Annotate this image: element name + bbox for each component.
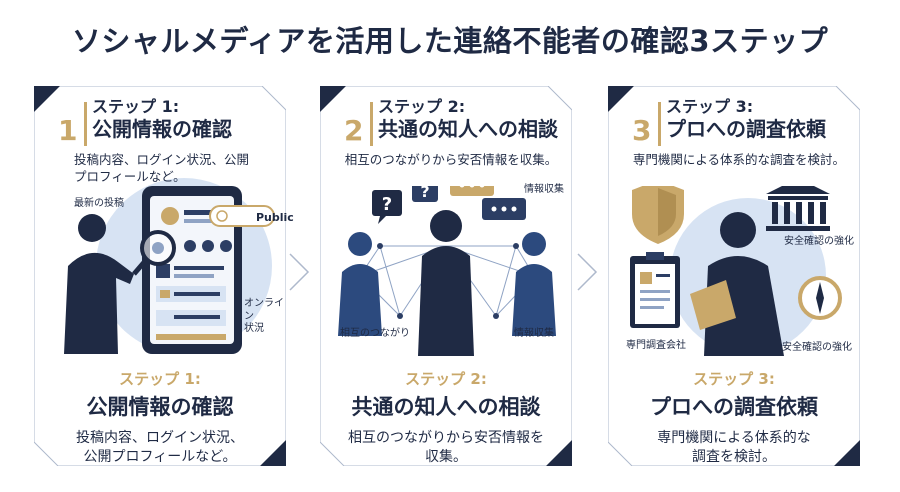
mutual-connections-label: 相互のつながり: [340, 328, 410, 339]
svg-text:?: ?: [420, 186, 429, 201]
info-gathering-label-top: 情報収集: [524, 184, 564, 195]
step-3-summary: ステップ 3: プロへの調査依頼 専門機関による体系的な 調査を検討。: [608, 368, 860, 467]
chevron-right-icon: [577, 253, 598, 291]
public-badge-label: Public: [256, 211, 294, 224]
step-2-heading: ステップ 2: 共通の知人への相談: [378, 97, 558, 142]
step-1-summary: ステップ 1: 公開情報の確認 投稿内容、ログイン状況、 公開プロフィールなど。: [34, 368, 286, 467]
step-2-summary-label: ステップ 2:: [405, 370, 487, 388]
step-3-summary-title: プロへの調査依頼: [650, 395, 818, 419]
step-2-number: 2: [344, 114, 364, 147]
step-2-summary-description: 相互のつながりから安否情報を 収集。: [348, 430, 544, 465]
step-3-summary-description: 専門機関による体系的な 調査を検討。: [657, 430, 811, 465]
step-1-label: ステップ 1:: [92, 97, 180, 116]
step-3-label: ステップ 3:: [666, 97, 754, 116]
investigation-firm-label: 専門調査会社: [626, 340, 686, 351]
step-2-summary-title: 共通の知人への相談: [351, 395, 541, 419]
step-2-summary: ステップ 2: 共通の知人への相談 相互のつながりから安否情報を 収集。: [320, 368, 572, 467]
step-3-card: 3 ステップ 3: プロへの調査依頼 専門機関による体系的な調査を検討。: [608, 86, 860, 466]
step-2-label: ステップ 2:: [378, 97, 466, 116]
step-3-title: プロへの調査依頼: [666, 117, 826, 142]
safety-enhancement-label-top: 安全確認の強化: [784, 236, 854, 247]
step-3-heading: ステップ 3: プロへの調査依頼: [666, 97, 826, 142]
step-1-summary-title: 公開情報の確認: [86, 395, 234, 419]
step-1-heading: ステップ 1: 公開情報の確認: [92, 97, 232, 142]
step-1-number: 1: [58, 114, 78, 147]
step-3-number: 3: [632, 114, 652, 147]
safety-enhancement-label-bottom: 安全確認の強化: [782, 342, 852, 353]
latest-post-label: 最新の投稿: [74, 198, 124, 209]
investigation-illustration: [630, 186, 842, 356]
step-1-description: 投稿内容、ログイン状況、公開プロフィールなど。: [74, 152, 250, 184]
network-illustration: ? ?: [338, 186, 556, 356]
step-2-title: 共通の知人への相談: [378, 117, 558, 142]
svg-text:?: ?: [382, 194, 392, 215]
page-title: ソシャルメディアを活用した連絡不能者の確認3ステップ: [71, 24, 829, 58]
institution-icon: [766, 186, 830, 231]
chevron-right-icon: [289, 253, 310, 291]
smartphone-illustration: [64, 186, 275, 354]
step-1-title: 公開情報の確認: [92, 117, 232, 142]
info-gathering-label-bottom: 情報収集: [514, 328, 554, 339]
step-1-summary-description: 投稿内容、ログイン状況、 公開プロフィールなど。: [76, 430, 244, 465]
step-2-description: 相互のつながりから安否情報を収集。: [344, 152, 558, 167]
step-1-summary-label: ステップ 1:: [119, 370, 201, 388]
step-2-card: 2 ステップ 2: 共通の知人への相談 相互のつながりから安否情報を収集。 ? …: [320, 86, 572, 466]
step-3-summary-label: ステップ 3:: [693, 370, 775, 388]
online-status-label: オンライン 状況: [244, 298, 284, 334]
step-1-card: 1 ステップ 1: 公開情報の確認 投稿内容、ログイン状況、公開プロフィールなど…: [34, 86, 294, 467]
step-3-description: 専門機関による体系的な調査を検討。: [632, 152, 846, 167]
